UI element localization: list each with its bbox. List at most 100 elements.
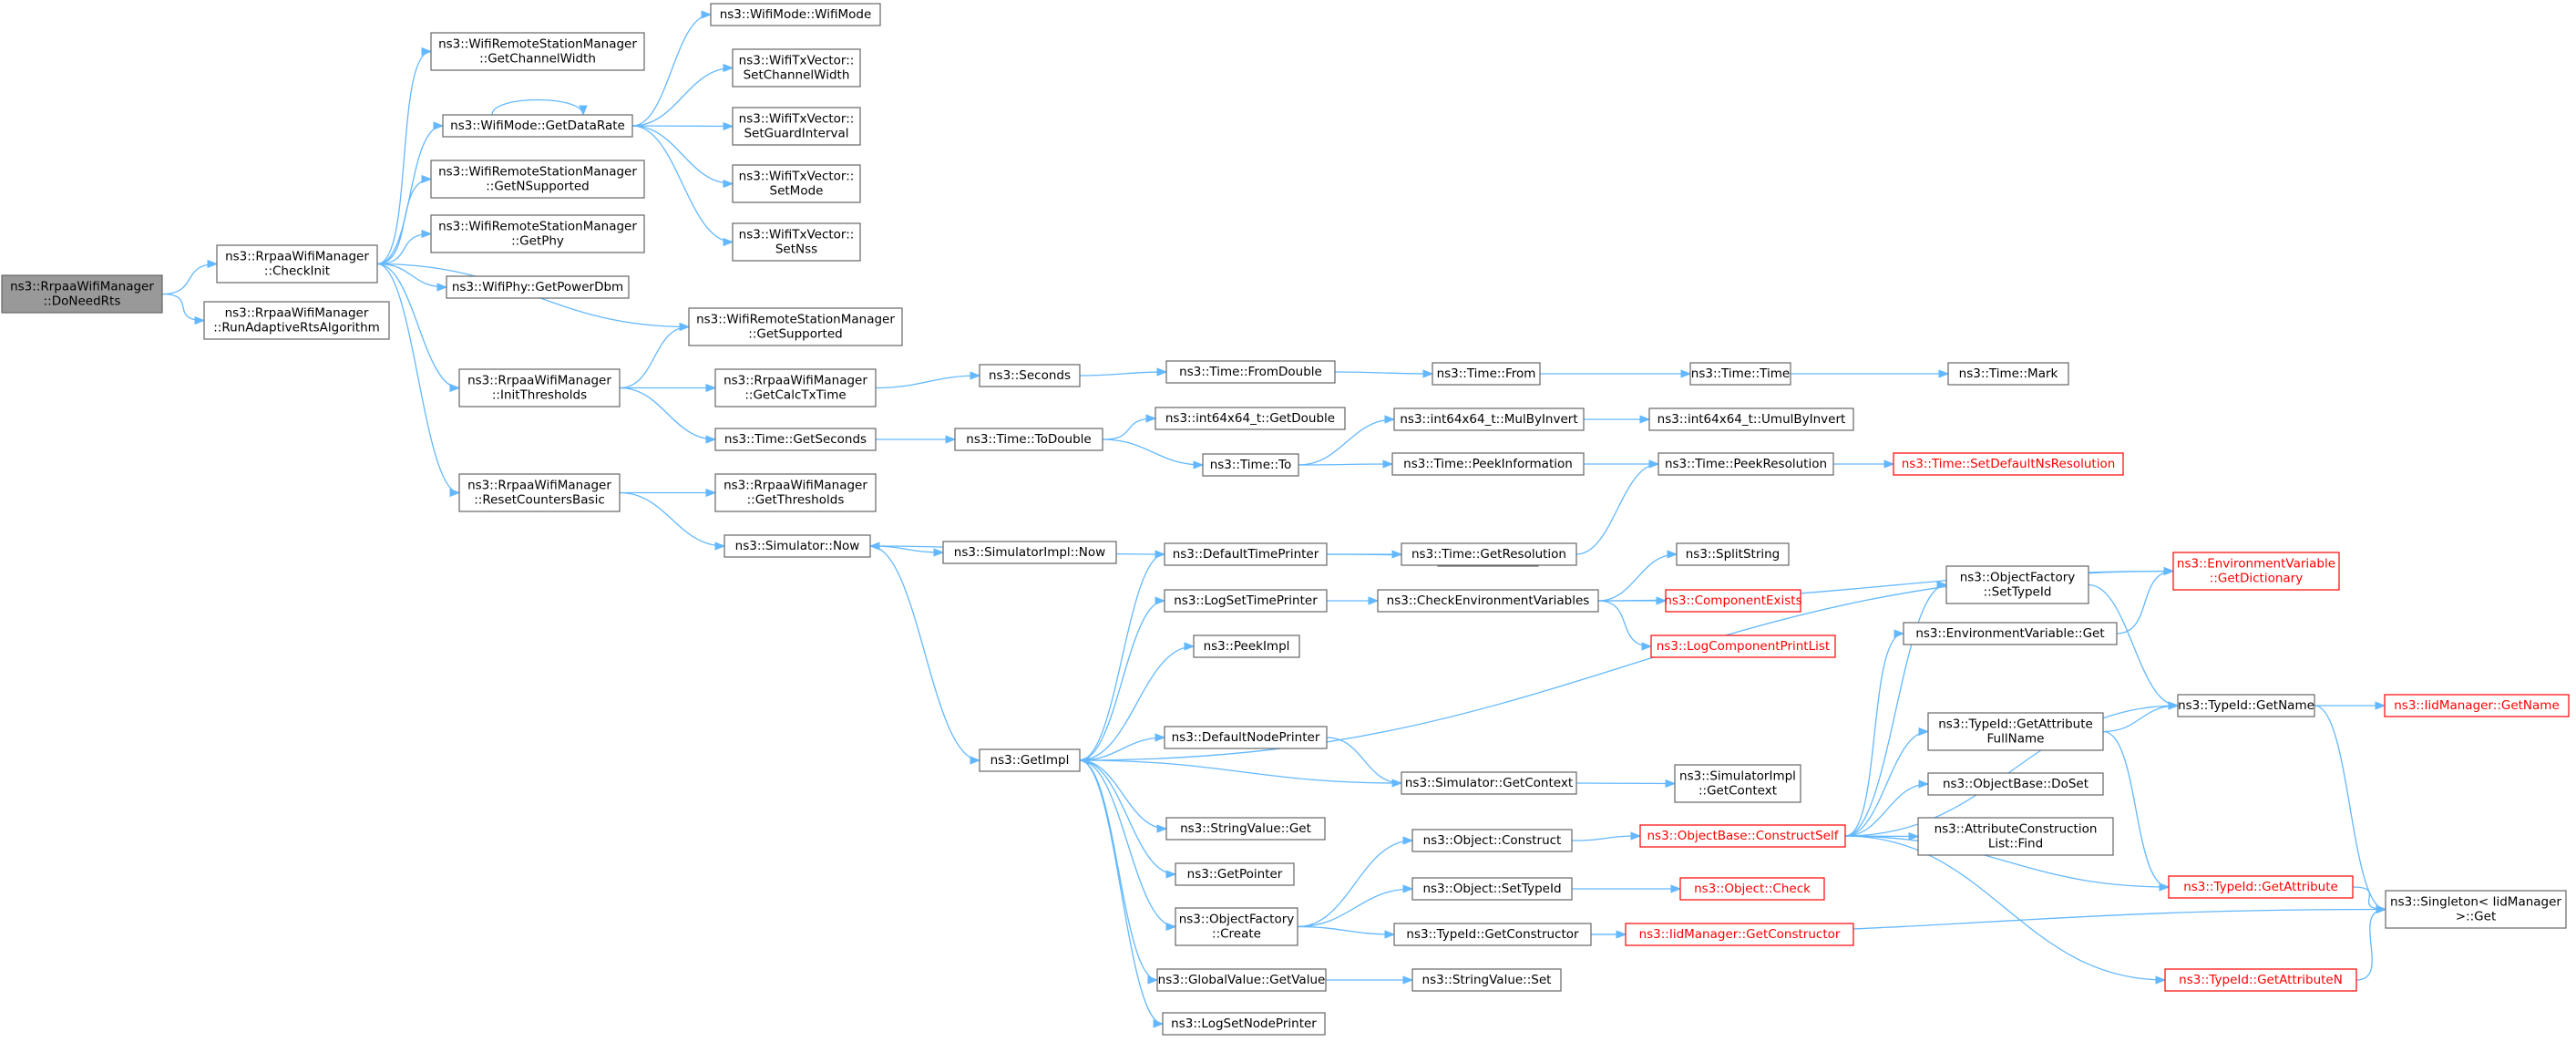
node-getthresholds[interactable]: ns3::RrpaaWifiManager::GetThresholds: [714, 473, 877, 512]
node-setguardinterval[interactable]: ns3::WifiTxVector::SetGuardInterval: [732, 107, 861, 146]
node-box: [1401, 542, 1577, 566]
edge-line: [1844, 835, 2171, 892]
node-logsetnodeprinter[interactable]: ns3::LogSetNodePrinter: [1162, 1012, 1326, 1036]
node-timefrom[interactable]: ns3::Time::From: [1432, 362, 1541, 386]
node-peekinformation[interactable]: ns3::Time::PeekInformation: [1391, 452, 1585, 476]
node-defaulttimeprinter[interactable]: ns3::DefaultTimePrinter: [1164, 542, 1328, 566]
node-simimplnow[interactable]: ns3::SimulatorImpl::Now: [942, 541, 1117, 564]
edge-objbaseconstructself-to-typeidgetname: [1844, 701, 2180, 837]
node-mulbyinvert[interactable]: ns3::int64x64_t::MulByInvert: [1393, 408, 1585, 431]
node-box: [1927, 712, 2104, 751]
edge-todouble-to-int64getdouble: [1102, 414, 1157, 440]
node-resetcounters[interactable]: ns3::RrpaaWifiManager::ResetCountersBasi…: [458, 473, 621, 512]
node-objfactsettypeid[interactable]: ns3::ObjectFactory::SetTypeId: [1945, 565, 2089, 604]
node-simgetcontext[interactable]: ns3::Simulator::GetContext: [1401, 771, 1577, 795]
node-wifimode[interactable]: ns3::WifiMode::WifiMode: [710, 3, 881, 26]
node-label-line: ns3::CheckEnvironmentVariables: [1387, 593, 1590, 608]
node-stringvalueget[interactable]: ns3::StringValue::Get: [1165, 817, 1326, 841]
edge-line: [2102, 730, 2171, 892]
edge-timegetresolution-to-peekresolution: [1575, 459, 1660, 555]
edge-checkinit-to-getchannelwidth: [376, 46, 433, 265]
node-timeto[interactable]: ns3::Time::To: [1202, 453, 1299, 477]
node-timegetseconds[interactable]: ns3::Time::GetSeconds: [714, 428, 877, 451]
edge-line: [161, 293, 206, 325]
node-envgetdict[interactable]: ns3::EnvironmentVariable::GetDictionary: [2172, 552, 2340, 591]
node-timegetresolution[interactable]: ns3::Time::GetResolution: [1401, 542, 1577, 566]
node-getphy[interactable]: ns3::WifiRemoteStationManager::GetPhy: [430, 214, 645, 253]
node-label-line: ns3::EnvironmentVariable::Get: [1915, 626, 2104, 641]
node-initthresholds[interactable]: ns3::RrpaaWifiManager::InitThresholds: [458, 368, 621, 408]
node-timetime[interactable]: ns3::Time::Time: [1689, 362, 1791, 386]
node-getsupported[interactable]: ns3::WifiRemoteStationManager::GetSuppor…: [688, 307, 903, 346]
node-getchannelwidth[interactable]: ns3::WifiRemoteStationManager::GetChanne…: [430, 32, 645, 71]
node-peekimpl[interactable]: ns3::PeekImpl: [1193, 634, 1300, 658]
edge-line: [1844, 727, 1930, 837]
node-box: [714, 428, 877, 451]
node-setnss[interactable]: ns3::WifiTxVector::SetNss: [732, 222, 861, 262]
node-label-line: ns3::SplitString: [1686, 547, 1781, 562]
node-objbasedoset[interactable]: ns3::ObjectBase::DoSet: [1927, 772, 2104, 796]
node-simnow[interactable]: ns3::Simulator::Now: [724, 534, 871, 558]
node-componentexists[interactable]: ns3::ComponentExists: [1664, 589, 1802, 613]
node-box: [724, 534, 871, 558]
node-getpointer[interactable]: ns3::GetPointer: [1175, 862, 1295, 886]
node-setdefaultns[interactable]: ns3::Time::SetDefaultNsResolution: [1893, 452, 2124, 476]
node-defaultnodeprinter[interactable]: ns3::DefaultNodePrinter: [1164, 726, 1328, 749]
node-logcomponentprintlist[interactable]: ns3::LogComponentPrintList: [1650, 634, 1836, 658]
node-int64getdouble[interactable]: ns3::int64x64_t::GetDouble: [1155, 407, 1346, 430]
node-objfactcreate[interactable]: ns3::ObjectFactory::Create: [1175, 907, 1298, 946]
edge-line: [1102, 414, 1157, 440]
node-setmode[interactable]: ns3::WifiTxVector::SetMode: [732, 164, 861, 203]
node-umulbyinvert[interactable]: ns3::int64x64_t::UmulByInvert: [1648, 408, 1854, 431]
node-peekresolution[interactable]: ns3::Time::PeekResolution: [1657, 452, 1834, 476]
node-stringvalueset[interactable]: ns3::StringValue::Set: [1411, 968, 1562, 992]
node-objsettypeid[interactable]: ns3::Object::SetTypeId: [1411, 877, 1573, 901]
node-iidgetname[interactable]: ns3::IidManager::GetName: [2384, 694, 2570, 717]
node-label-line: ns3::TypeId::GetAttribute: [2183, 880, 2338, 894]
node-typeidgetname[interactable]: ns3::TypeId::GetName: [2177, 694, 2315, 717]
node-simimplgetcontext[interactable]: ns3::SimulatorImpl::GetContext: [1674, 764, 1801, 803]
node-label-line: ns3::TypeId::GetAttribute: [1938, 717, 2093, 732]
node-fromdouble[interactable]: ns3::Time::FromDouble: [1165, 360, 1336, 384]
node-getdatarate[interactable]: ns3::WifiMode::GetDataRate: [442, 114, 633, 138]
node-setchannelwidth[interactable]: ns3::WifiTxVector::SetChannelWidth: [732, 48, 861, 88]
node-checkenv[interactable]: ns3::CheckEnvironmentVariables: [1377, 589, 1599, 613]
node-typeidgetconstructor[interactable]: ns3::TypeId::GetConstructor: [1393, 923, 1592, 946]
node-seconds[interactable]: ns3::Seconds: [979, 364, 1081, 387]
node-timemark[interactable]: ns3::Time::Mark: [1947, 362, 2069, 386]
node-getimpl[interactable]: ns3::GetImpl: [979, 748, 1081, 772]
node-runadaptive[interactable]: ns3::RrpaaWifiManager::RunAdaptiveRtsAlg…: [203, 301, 390, 340]
node-getnsupported[interactable]: ns3::WifiRemoteStationManager::GetNSuppo…: [430, 160, 645, 199]
node-envget[interactable]: ns3::EnvironmentVariable::Get: [1903, 622, 2118, 645]
node-globalvaluegetvalue[interactable]: ns3::GlobalValue::GetValue: [1156, 968, 1327, 992]
edge-line: [1334, 369, 1434, 378]
node-logsettimeprinter[interactable]: ns3::LogSetTimePrinter: [1164, 589, 1328, 613]
node-todouble[interactable]: ns3::Time::ToDouble: [954, 428, 1103, 451]
node-getcalctxtime[interactable]: ns3::RrpaaWifiManager::GetCalcTxTime: [714, 368, 877, 408]
node-box: [1947, 362, 2069, 386]
node-checkinit[interactable]: ns3::RrpaaWifiManager::CheckInit: [216, 244, 378, 284]
node-label-line: ns3::WifiRemoteStationManager: [696, 313, 895, 327]
node-label-line: List::Find: [1988, 837, 2043, 851]
edge-checkinit-to-resetcounters: [376, 263, 461, 498]
node-objbaseconstructself[interactable]: ns3::ObjectBase::ConstructSelf: [1639, 824, 1846, 848]
node-root[interactable]: ns3::RrpaaWifiManager::DoNeedRts: [1, 274, 163, 314]
node-objcheck[interactable]: ns3::Object::Check: [1679, 877, 1825, 901]
node-iidgetconstructor[interactable]: ns3::IidManager::GetConstructor: [1625, 923, 1854, 946]
node-label-line: ns3::Time::From: [1437, 366, 1536, 381]
node-singletonget[interactable]: ns3::Singleton< IidManager>::Get: [2385, 890, 2567, 929]
node-typeidgetattribute[interactable]: ns3::TypeId::GetAttribute: [2168, 875, 2354, 899]
edge-line: [2102, 701, 2180, 733]
node-label-line: ns3::ObjectFactory: [1960, 571, 2076, 585]
node-label-line: ns3::RrpaaWifiManager: [467, 479, 611, 493]
node-objconstruct[interactable]: ns3::Object::Construct: [1411, 829, 1573, 852]
edge-getdatarate-to-setguardinterval: [631, 121, 734, 131]
node-getpowerdbm[interactable]: ns3::WifiPhy::GetPowerDbm: [446, 275, 630, 299]
node-typeidgetattributen[interactable]: ns3::TypeId::GetAttributeN: [2164, 968, 2357, 992]
edge-getimpl-to-defaulttimeprinter: [1079, 550, 1166, 761]
node-box: [1903, 622, 2118, 645]
node-splitstring[interactable]: ns3::SplitString: [1676, 542, 1790, 566]
node-label-line: ns3::RrpaaWifiManager: [225, 250, 369, 264]
